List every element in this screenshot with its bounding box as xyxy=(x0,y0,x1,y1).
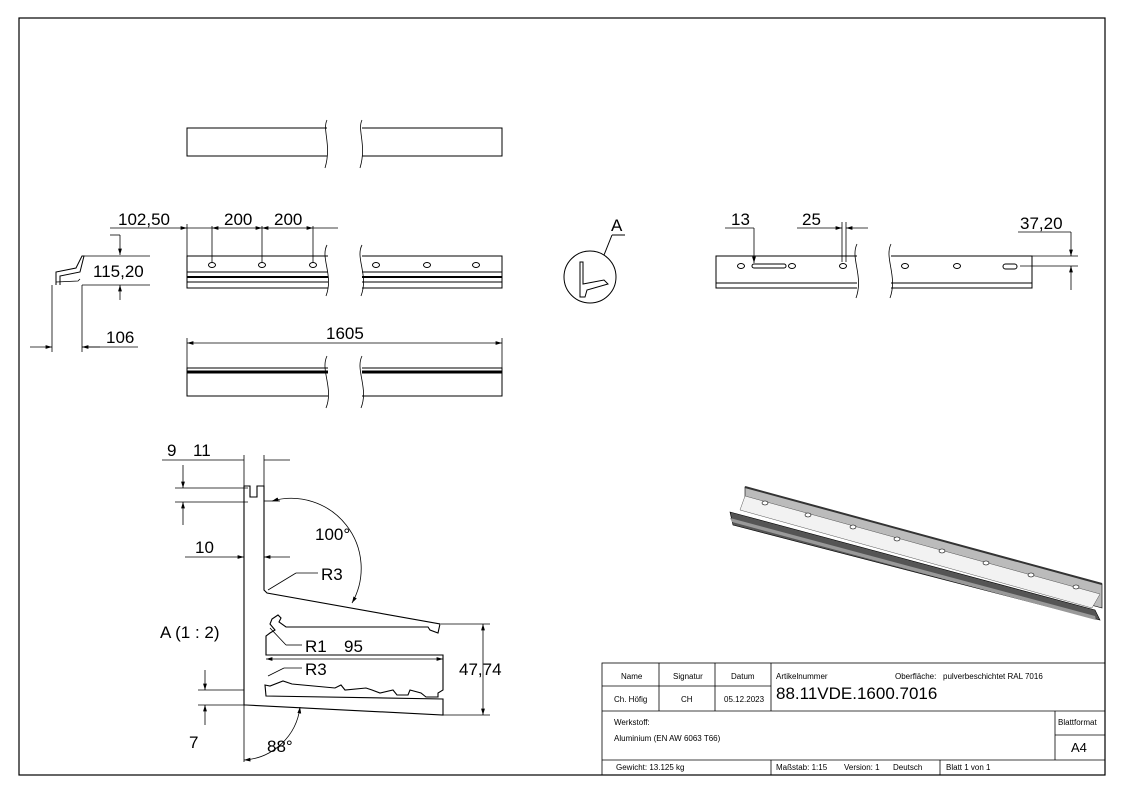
sheet-format-value: A4 xyxy=(1071,740,1087,755)
name-value: Ch. Höfig xyxy=(614,695,647,704)
detail-callout-a xyxy=(563,234,625,304)
bottom-view xyxy=(186,355,503,409)
dim-7: 7 xyxy=(189,733,198,752)
signature-value: CH xyxy=(681,695,693,704)
drawing-frame xyxy=(18,17,1106,776)
dim-106: 106 xyxy=(106,328,134,347)
name-header: Name xyxy=(621,672,643,681)
article-header: Artikelnummer xyxy=(776,672,828,681)
dim-95: 95 xyxy=(344,637,363,656)
dim-200-b: 200 xyxy=(274,210,302,229)
dim-r3-bottom: R3 xyxy=(305,660,327,679)
sheet-number: Blatt 1 von 1 xyxy=(946,763,991,772)
sheet-format-label: Blattformat xyxy=(1058,718,1097,727)
version: Version: 1 xyxy=(844,763,880,772)
signature-header: Signatur xyxy=(673,672,703,681)
dim-25: 25 xyxy=(802,210,821,229)
dim-11: 11 xyxy=(193,441,211,460)
dim-10: 10 xyxy=(195,538,214,557)
language: Deutsch xyxy=(893,763,922,772)
dim-88-degree: 88° xyxy=(267,737,293,756)
isometric-view xyxy=(729,486,1103,621)
scale: Maßstab: 1:15 xyxy=(776,763,828,772)
dim-9: 9 xyxy=(167,441,176,460)
detail-a-profile xyxy=(243,485,444,716)
weight: Gewicht: 13.125 kg xyxy=(616,763,684,772)
surface-label: Oberfläche: xyxy=(895,672,936,681)
surface-value: pulverbeschichtet RAL 7016 xyxy=(943,672,1043,681)
front-view-dimensions xyxy=(30,224,503,368)
material-label: Werkstoff: xyxy=(614,718,650,727)
detail-callout-letter: A xyxy=(611,216,623,235)
title-block xyxy=(601,662,1106,776)
detail-a-dimensions xyxy=(162,455,490,762)
dim-1605: 1605 xyxy=(326,324,364,343)
dim-100-degree: 100° xyxy=(315,525,350,544)
date-value: 05.12.2023 xyxy=(724,695,765,704)
top-view xyxy=(186,119,503,169)
detail-a-label: A (1 : 2) xyxy=(160,623,220,642)
date-header: Datum xyxy=(731,672,755,681)
dim-13: 13 xyxy=(731,210,750,229)
rear-view xyxy=(715,243,1033,299)
rear-view-dimensions xyxy=(725,222,1078,290)
dim-r3-top: R3 xyxy=(321,565,343,584)
profile-side-icon xyxy=(55,255,85,285)
dim-200-a: 200 xyxy=(224,210,252,229)
dim-47-74: 47,74 xyxy=(459,660,502,679)
front-view xyxy=(186,244,503,297)
article-number: 88.11VDE.1600.7016 xyxy=(776,684,937,703)
dim-37-20: 37,20 xyxy=(1020,214,1063,233)
dim-115-20: 115,20 xyxy=(93,262,144,281)
material-value: Aluminium (EN AW 6063 T66) xyxy=(614,734,721,743)
dim-r1: R1 xyxy=(305,637,327,656)
dim-102-50: 102,50 xyxy=(118,210,170,229)
